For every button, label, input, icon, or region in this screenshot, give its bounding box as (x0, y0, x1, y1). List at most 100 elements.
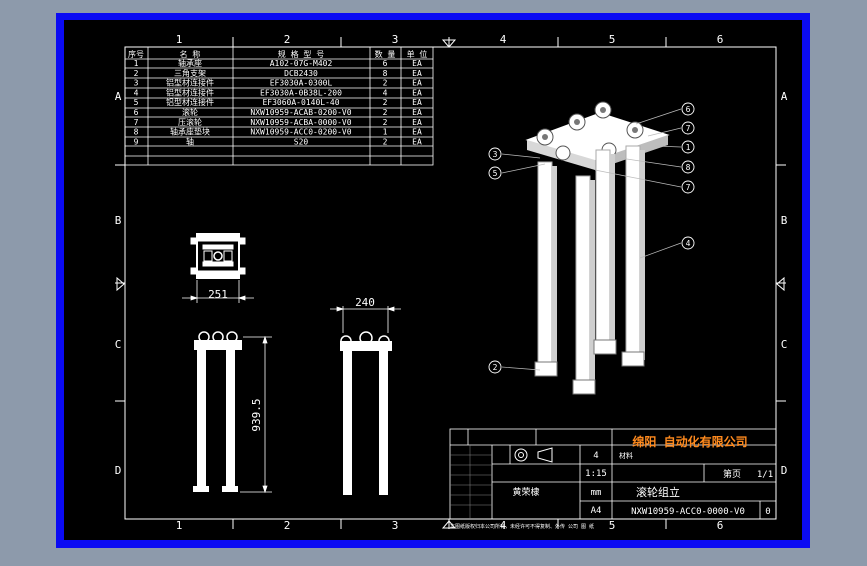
bom-cell: 6 (134, 108, 139, 117)
bom-cell: A102-07G-M402 (270, 59, 333, 68)
zone-row-D-right: D (781, 464, 788, 477)
bom-cell: 7 (134, 118, 139, 127)
zone-row-B-right: B (781, 214, 788, 227)
balloon-number: 8 (686, 163, 691, 172)
zone-row-A-right: A (781, 90, 788, 103)
balloon-number: 7 (686, 124, 691, 133)
bom-cell: 铝型材连接件 (166, 97, 214, 107)
bom-cell: 3 (134, 79, 139, 88)
bom-cell: 4 (383, 88, 388, 97)
balloon-circle (681, 180, 695, 194)
bom-cell: EA (412, 118, 422, 127)
bom-cell: 6 (383, 59, 388, 68)
front-view (193, 331, 242, 492)
zone-row-C-right: C (781, 338, 788, 351)
unit-value: mm (591, 488, 602, 498)
bom-table (124, 46, 434, 166)
bom-header-cell: 单 位 (407, 49, 428, 59)
balloon-number: 7 (686, 183, 691, 192)
zone-col-4-bottom: 4 (500, 519, 507, 532)
side-view-dimension (330, 306, 401, 333)
bom-cell: EA (412, 137, 422, 146)
company-name: 绵阳 自动化有限公司 (632, 434, 747, 449)
zone-col-4-top: 4 (500, 33, 507, 46)
balloon-circle (681, 160, 695, 174)
bom-cell: 9 (134, 137, 139, 146)
zone-col-2-bottom: 2 (284, 519, 291, 532)
zone-col-5-top: 5 (609, 33, 616, 46)
top-view (190, 233, 246, 279)
bom-cell: 2 (383, 137, 388, 146)
bom-cell: EA (412, 79, 422, 88)
bom-cell: 铝型材连接件 (166, 78, 214, 88)
bom-cell: 轴承座垫块 (170, 127, 210, 137)
quantity-value: 4 (593, 451, 598, 461)
bom-cell: 1 (134, 59, 139, 68)
top-center-mark (441, 39, 457, 48)
bom-cell: 轴承座 (178, 58, 202, 68)
bom-cell: S20 (294, 137, 309, 146)
balloon-number: 2 (493, 363, 498, 372)
bom-cell: EF3060A-0140L-40 (262, 98, 339, 107)
bom-cell: 2 (383, 98, 388, 107)
bom-cell: 2 (383, 79, 388, 88)
bom-cell: DCB2430 (284, 69, 318, 78)
balloon-number: 1 (686, 143, 691, 152)
bottom-center-mark (441, 520, 457, 529)
designer-name: 黄荣棣 (512, 486, 539, 498)
balloon-circle (488, 166, 502, 180)
balloon-number: 6 (686, 105, 691, 114)
material-label: 材料 (619, 451, 633, 460)
balloon-circle (681, 121, 695, 135)
balloon-circle (681, 236, 695, 250)
bom-cell: 三角支架 (174, 68, 206, 78)
bom-cell: 8 (383, 69, 388, 78)
sheet-label: 第页 (723, 468, 741, 480)
bom-cell: 2 (383, 118, 388, 127)
bom-cell: 2 (383, 108, 388, 117)
paper-size: A4 (591, 506, 602, 516)
bom-cell: EF3030A-0300L (270, 79, 333, 88)
footer-note: 本图纸版权归本公司所有，未经许可不得复制、外传 公司 图 纸 (450, 523, 594, 530)
balloon-number: 4 (686, 239, 691, 248)
zone-row-C-left: C (115, 338, 122, 351)
zone-col-5-bottom: 5 (609, 519, 616, 532)
bom-cell: 压滚轮 (178, 117, 202, 127)
bom-cell: 4 (134, 88, 139, 97)
drawing-number: NXW10959-ACC0-0000-V0 (631, 507, 745, 517)
zone-col-3-top: 3 (392, 33, 399, 46)
top-view-dimension (182, 280, 254, 303)
balloon-circle (488, 360, 502, 374)
bom-cell: EA (412, 128, 422, 137)
zone-row-D-left: D (115, 464, 122, 477)
sheet-number: 1/1 (757, 470, 773, 480)
front-height-dim: 939.5 (250, 398, 263, 431)
bom-header-cell: 规 格 型 号 (278, 49, 324, 59)
revision-value: 0 (765, 507, 770, 517)
zone-ticks (115, 37, 786, 529)
leader-lines (501, 108, 682, 371)
bom-cell: NXW10959-ACBA-0000-V0 (250, 118, 351, 127)
balloon-circle (681, 140, 695, 154)
bom-cell: 滚轮 (182, 107, 198, 117)
bom-cell: EA (412, 59, 422, 68)
zone-col-1-top: 1 (176, 33, 183, 46)
bom-cell: EA (412, 69, 422, 78)
side-view (340, 331, 392, 495)
bom-cell: 轴 (186, 136, 194, 146)
drawing-name: 滚轮组立 (636, 485, 680, 499)
bom-cell: 2 (134, 69, 139, 78)
bom-cell: 5 (134, 98, 139, 107)
projection-symbol (514, 447, 553, 463)
balloon-number: 5 (493, 169, 498, 178)
bom-header-cell: 名 称 (180, 49, 201, 59)
title-block-grid (450, 445, 492, 519)
title-block (449, 428, 777, 520)
bom-header-cell: 数 量 (375, 49, 396, 59)
bom-cell: EA (412, 108, 422, 117)
zone-row-A-left: A (115, 90, 122, 103)
